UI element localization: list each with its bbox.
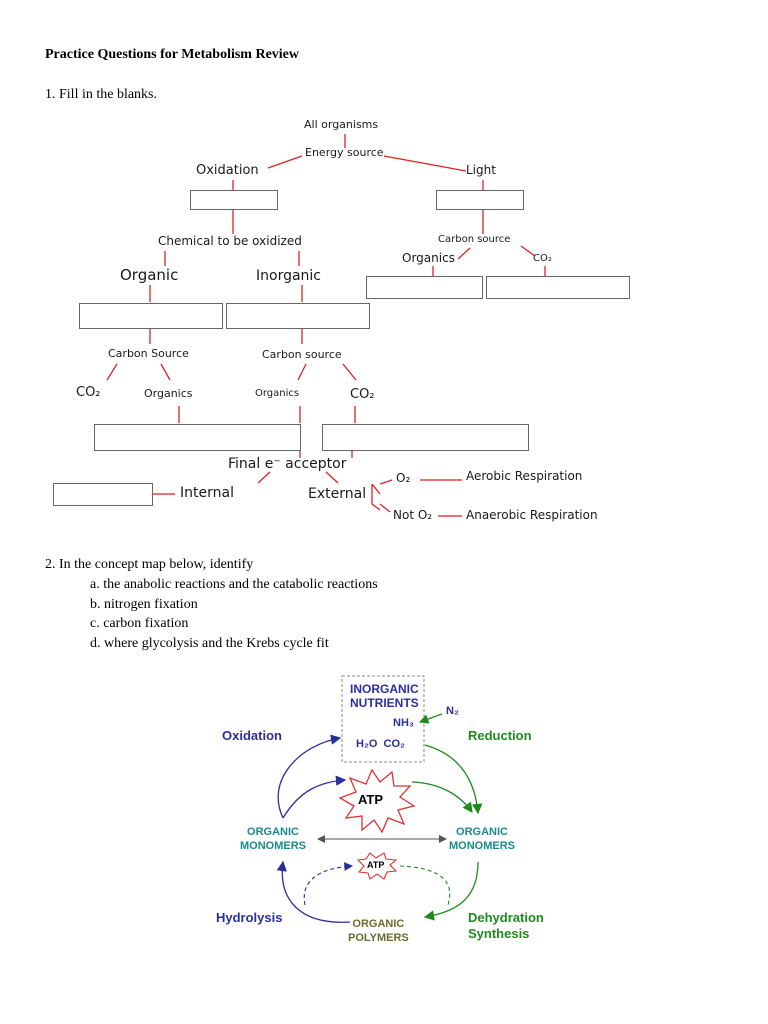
dehydration-synthesis-label: Dehydration Synthesis bbox=[468, 910, 544, 942]
monomers-right-line-1: ORGANIC bbox=[456, 826, 508, 838]
polymers-line-1: ORGANIC bbox=[352, 918, 405, 930]
question-2-item-d: d. where glycolysis and the Krebs cycle … bbox=[90, 636, 329, 651]
tree-aerobic-label: Aerobic Respiration bbox=[466, 469, 583, 483]
blank-box-organics-top[interactable] bbox=[366, 276, 483, 299]
tree-chemical-label: Chemical to be oxidized bbox=[158, 234, 302, 248]
tree-anaerobic-label: Anaerobic Respiration bbox=[466, 508, 598, 522]
organic-monomers-left: ORGANIC MONOMERS bbox=[240, 825, 306, 853]
tree-co2-left-label: CO₂ bbox=[76, 385, 101, 400]
inorganic-nutrients-line-1: INORGANIC bbox=[350, 682, 419, 696]
blank-box-inorganic[interactable] bbox=[226, 303, 370, 329]
blank-box-internal[interactable] bbox=[53, 483, 153, 506]
tree-co2-top-label: CO₂ bbox=[533, 253, 552, 264]
tree-inorganic-label: Inorganic bbox=[256, 268, 322, 284]
inorganic-nutrients-line-2: NUTRIENTS bbox=[350, 696, 419, 710]
tree-carbon-source-mid-label: Carbon source bbox=[262, 348, 342, 361]
tree-oxidation-label: Oxidation bbox=[196, 163, 259, 178]
nh3-label: NH₃ bbox=[393, 717, 414, 729]
n2-label: N₂ bbox=[446, 705, 459, 717]
dehydration-line-2: Synthesis bbox=[468, 926, 530, 941]
question-2-item-c: c. carbon fixation bbox=[90, 616, 189, 631]
tree-carbon-source-left-label: Carbon Source bbox=[108, 347, 189, 360]
tree-energy-source-label: Energy source bbox=[305, 146, 384, 159]
tree-light-label: Light bbox=[466, 163, 496, 177]
blank-box-co2-top[interactable] bbox=[486, 276, 630, 299]
atp-big-label: ATP bbox=[358, 792, 384, 807]
tree-not-o2-label: Not O₂ bbox=[393, 508, 433, 522]
tree-internal-label: Internal bbox=[180, 485, 234, 501]
organic-polymers: ORGANIC POLYMERS bbox=[348, 917, 409, 945]
question-2-label: 2. In the concept map below, identify bbox=[45, 557, 254, 572]
monomers-right-line-2: MONOMERS bbox=[449, 840, 515, 852]
hydrolysis-label: Hydrolysis bbox=[216, 910, 283, 925]
tree-organic-label: Organic bbox=[120, 266, 179, 284]
atp-small-label: ATP bbox=[367, 860, 385, 870]
blank-box-organics-left[interactable] bbox=[94, 424, 301, 451]
tree-external-label: External bbox=[308, 486, 367, 502]
question-2-item-a: a. the anabolic reactions and the catabo… bbox=[90, 577, 378, 592]
tree-organics-top-label: Organics bbox=[402, 251, 455, 265]
question-1-label: 1. Fill in the blanks. bbox=[45, 87, 157, 102]
dehydration-line-1: Dehydration bbox=[468, 910, 544, 925]
organic-monomers-right: ORGANIC MONOMERS bbox=[449, 825, 515, 853]
tree-root-label: All organisms bbox=[304, 118, 379, 131]
atp-big-starburst bbox=[338, 768, 416, 834]
atp-small-starburst bbox=[356, 852, 398, 880]
h2o-co2-label: H₂O CO₂ bbox=[356, 738, 405, 750]
monomers-left-line-2: MONOMERS bbox=[240, 840, 306, 852]
tree-final-acceptor-label: Final e⁻ acceptor bbox=[228, 456, 347, 472]
tree-co2-mid-label: CO₂ bbox=[350, 387, 375, 402]
tree-organics-mid-label: Organics bbox=[255, 388, 300, 399]
blank-box-organic[interactable] bbox=[79, 303, 223, 329]
tree-o2-label: O₂ bbox=[396, 471, 411, 485]
tree-carbon-source-top-label: Carbon source bbox=[438, 234, 511, 245]
reduction-label: Reduction bbox=[468, 728, 532, 743]
blank-box-oxidation[interactable] bbox=[190, 190, 278, 210]
polymers-line-2: POLYMERS bbox=[348, 932, 409, 944]
page-title: Practice Questions for Metabolism Review bbox=[45, 47, 300, 62]
blank-box-light[interactable] bbox=[436, 190, 524, 210]
tree-organics-left-label: Organics bbox=[144, 387, 193, 400]
inorganic-nutrients-label: INORGANIC NUTRIENTS bbox=[350, 682, 419, 710]
blank-box-co2-mid[interactable] bbox=[322, 424, 529, 451]
question-2-item-b: b. nitrogen fixation bbox=[90, 597, 198, 612]
monomers-left-line-1: ORGANIC bbox=[247, 826, 299, 838]
oxidation-label: Oxidation bbox=[222, 728, 282, 743]
